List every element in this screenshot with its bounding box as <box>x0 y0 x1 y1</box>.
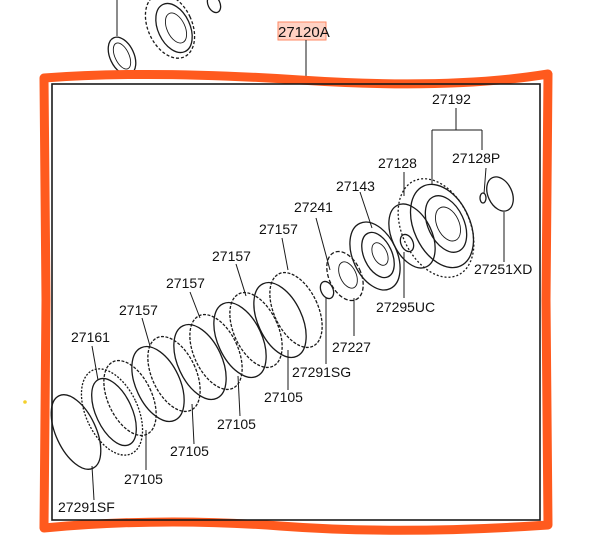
diagram-frame <box>51 83 541 521</box>
piston <box>349 221 401 291</box>
label-27241[interactable]: 27241 <box>294 199 333 215</box>
label-27143[interactable]: 27143 <box>336 178 375 194</box>
parent-part-number: 27120 <box>278 24 320 41</box>
label-27192[interactable]: 27192 <box>432 91 471 107</box>
label-27105-a[interactable]: 27105 <box>264 389 303 405</box>
clutch-plates <box>80 271 323 456</box>
snap-ring-27251xd <box>486 176 514 212</box>
label-27291sf[interactable]: 27291SF <box>58 499 115 515</box>
label-27157-b[interactable]: 27157 <box>212 248 251 264</box>
parent-part-tag[interactable]: 27120A <box>277 21 330 41</box>
svg-text:27120A: 27120A <box>278 24 330 41</box>
leader-lines <box>91 108 505 501</box>
highlight-frame <box>39 69 553 535</box>
parent-part-highlight <box>277 21 327 41</box>
label-27157-d[interactable]: 27157 <box>119 302 158 318</box>
label-27157-a[interactable]: 27157 <box>259 221 298 237</box>
label-27295uc[interactable]: 27295UC <box>376 299 435 315</box>
label-27105-c[interactable]: 27105 <box>170 443 209 459</box>
label-27128p[interactable]: 27128P <box>452 150 500 166</box>
parent-part-suffix: A <box>320 24 330 41</box>
label-27161[interactable]: 27161 <box>71 329 110 345</box>
label-27251xd[interactable]: 27251XD <box>474 261 532 277</box>
pin-27128p <box>479 192 487 204</box>
label-27128[interactable]: 27128 <box>378 155 417 171</box>
highlight-dot <box>23 400 27 404</box>
top-gear-assembly <box>107 0 222 76</box>
snap-ring-27291sg <box>319 280 335 300</box>
snap-ring-27291sf <box>50 394 102 470</box>
oring-27295uc <box>399 233 415 253</box>
label-27157-c[interactable]: 27157 <box>166 275 205 291</box>
label-27227[interactable]: 27227 <box>332 339 371 355</box>
return-spring <box>326 250 364 302</box>
label-27291sg[interactable]: 27291SG <box>292 364 351 380</box>
clutch-drum <box>388 178 475 278</box>
label-27105-b[interactable]: 27105 <box>217 416 256 432</box>
label-27105-d[interactable]: 27105 <box>124 471 163 487</box>
